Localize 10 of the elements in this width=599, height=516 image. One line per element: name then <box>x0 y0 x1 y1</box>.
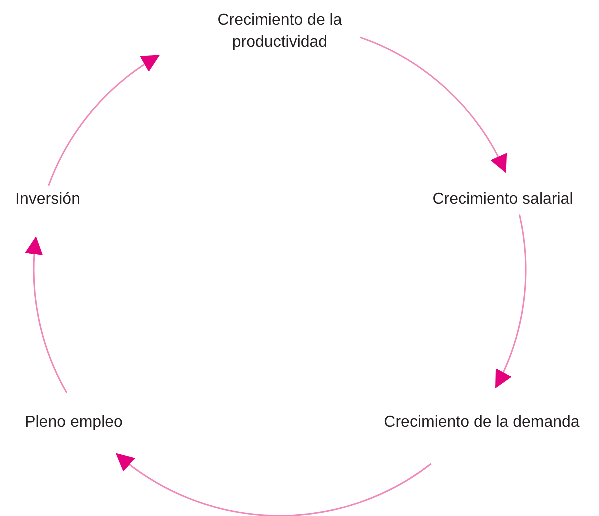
arrow <box>26 236 68 394</box>
node-label: Crecimiento de la productividad <box>200 10 360 54</box>
arrow <box>495 214 527 389</box>
node-label: Crecimiento salarial <box>432 189 574 211</box>
arrow <box>116 453 432 516</box>
arrow <box>48 54 160 186</box>
node-label: Inversión <box>16 189 80 211</box>
arrow <box>360 36 506 174</box>
node-label: Crecimiento de la demanda <box>384 412 580 434</box>
node-label: Pleno empleo <box>25 412 123 434</box>
